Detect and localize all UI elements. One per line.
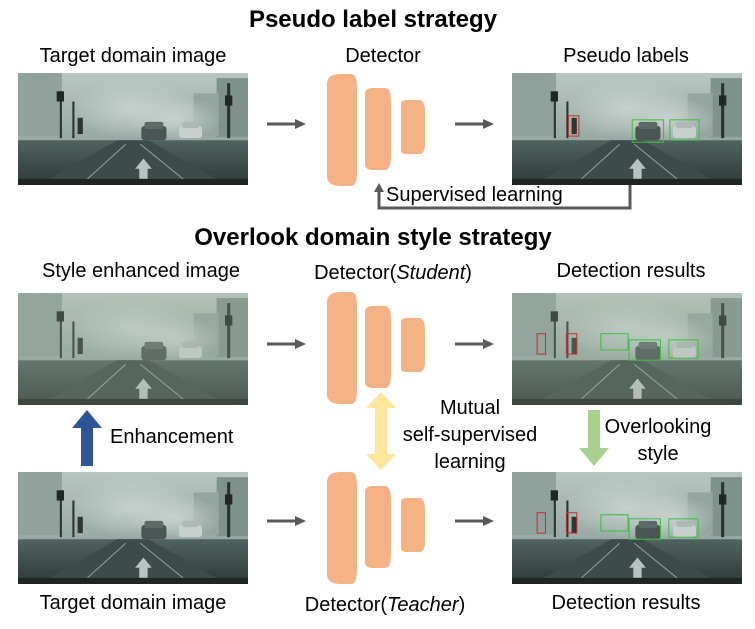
flow-arrow-top-2 — [455, 119, 494, 129]
detector-teacher-icon — [327, 472, 425, 584]
enhancement-arrow-icon — [72, 410, 102, 466]
detector-icon-top — [327, 74, 425, 186]
mutual-line-3: learning — [434, 451, 506, 473]
target-image-label-top: Target domain image — [39, 45, 227, 67]
style-enhanced-image — [18, 293, 248, 405]
teacher-prefix: Detector( — [304, 594, 388, 616]
student-role: Student — [396, 262, 466, 284]
flow-arrow-teacher-2 — [455, 516, 494, 526]
target-image-label-bottom: Target domain image — [39, 592, 227, 614]
flow-arrow-top-1 — [267, 119, 306, 129]
detection-results-label-student: Detection results — [556, 260, 706, 282]
overlooking-style-label: Overlooking style — [605, 414, 712, 468]
pseudo-labels-label: Pseudo labels — [563, 45, 689, 67]
student-suffix: ) — [465, 262, 472, 284]
flow-arrow-teacher-1 — [267, 516, 306, 526]
flow-arrow-student-1 — [267, 339, 306, 349]
teacher-role: Teacher — [387, 594, 459, 616]
detector-student-icon — [327, 292, 425, 404]
overlook-line-1: Overlooking — [604, 416, 712, 438]
section-title-pseudo: Pseudo label strategy — [248, 6, 498, 33]
detector-teacher-label: Detector(Teacher) — [305, 594, 465, 617]
supervised-learning-label: Supervised learning — [386, 184, 563, 206]
supervised-feedback-arrow — [374, 183, 632, 210]
flow-arrow-student-2 — [455, 339, 494, 349]
target-domain-image-bottom — [18, 472, 248, 584]
detector-label-top: Detector — [345, 45, 421, 67]
detection-results-image-student — [512, 293, 742, 405]
mutual-line-1: Mutual — [439, 397, 501, 419]
overlooking-style-arrow-icon — [579, 410, 609, 466]
enhancement-label: Enhancement — [110, 426, 234, 448]
section-title-overlook: Overlook domain style strategy — [194, 224, 552, 251]
mutual-line-2: self-supervised — [402, 424, 538, 446]
target-domain-image-top — [18, 73, 248, 185]
detection-results-label-teacher: Detection results — [551, 592, 701, 614]
mutual-learning-label: Mutual self-supervised learning — [403, 395, 538, 476]
teacher-suffix: ) — [458, 594, 466, 616]
detection-results-image-teacher — [512, 472, 742, 584]
student-prefix: Detector( — [314, 262, 397, 284]
pseudo-labels-image — [512, 73, 742, 185]
mutual-learning-arrow-icon — [366, 392, 396, 470]
style-enhanced-label: Style enhanced image — [42, 260, 240, 282]
overlook-line-2: style — [637, 443, 679, 465]
detector-student-label: Detector(Student) — [314, 262, 472, 285]
